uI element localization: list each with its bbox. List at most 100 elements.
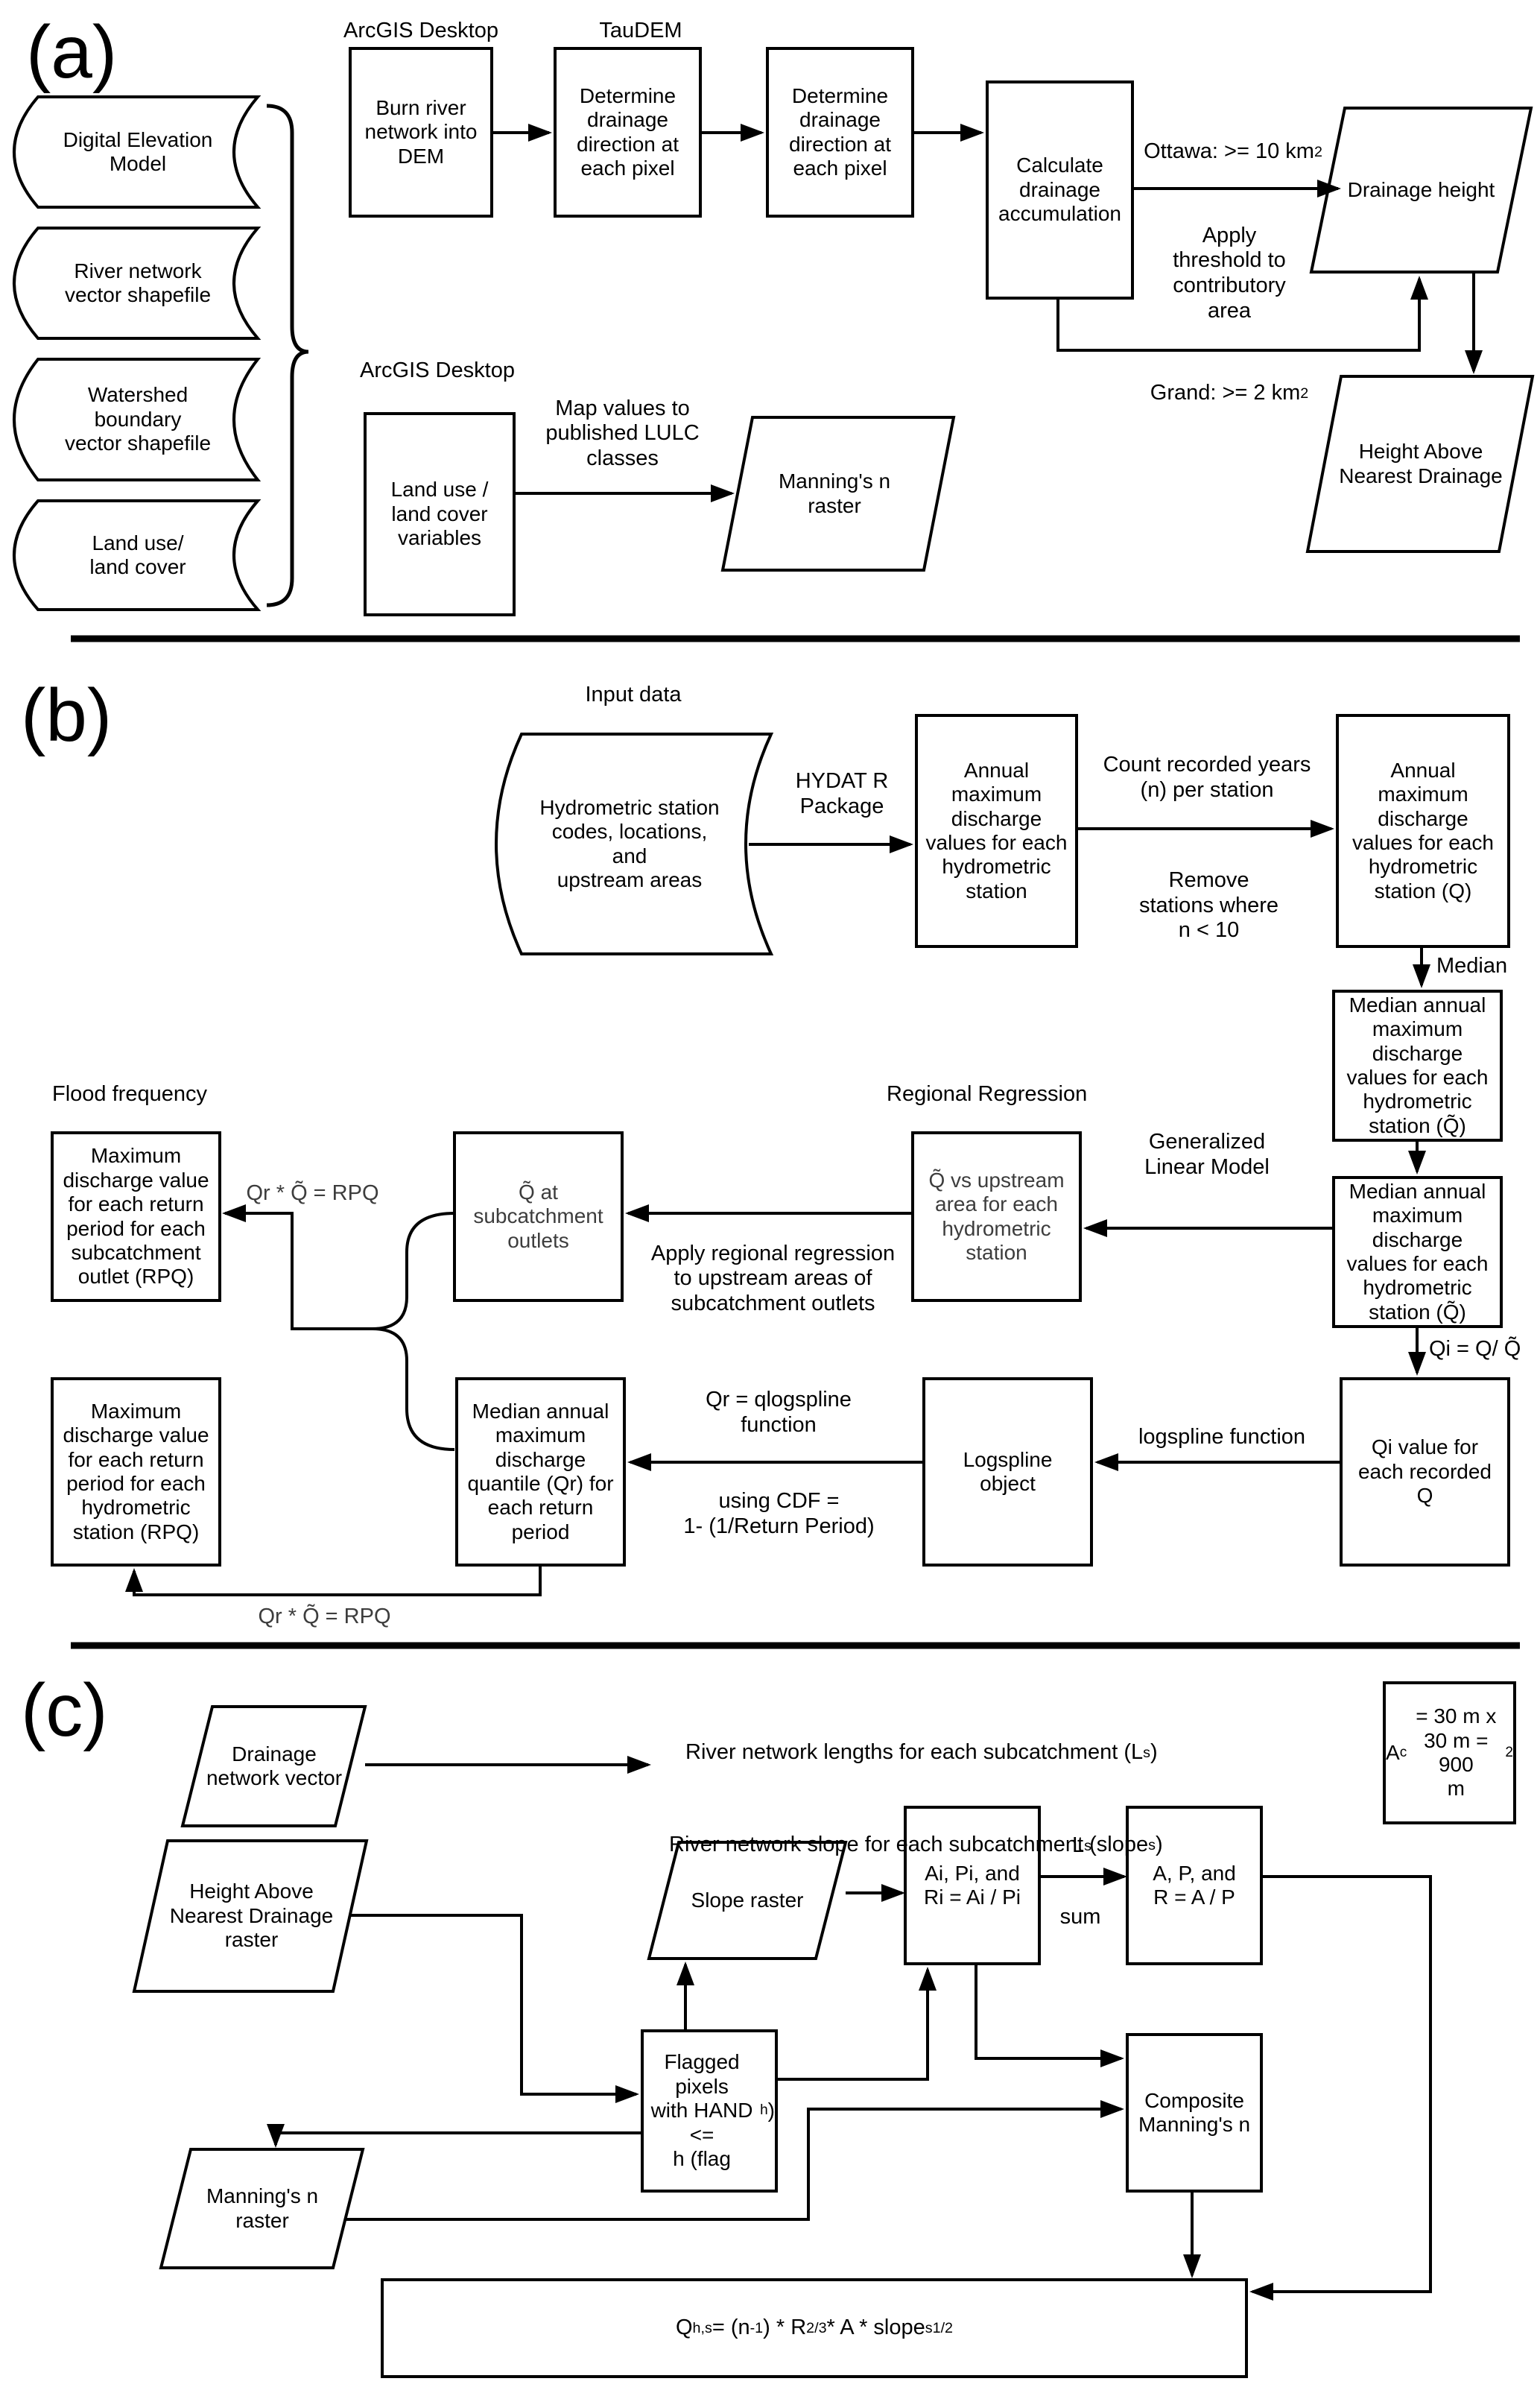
node-watershed: Watershed boundary vector shapefile [64, 383, 212, 455]
node-apr: A, P, and R = A / P [1153, 1861, 1236, 1909]
q-formula-box [381, 2278, 1248, 2378]
q-at-outlets-box [453, 1131, 624, 1302]
edge-label-glm: Generalized Linear Model [1144, 1130, 1270, 1179]
edge-label-qi-eq: Qi = Q/ Q̃ [1429, 1337, 1521, 1362]
panel-b-label: (b) [21, 674, 113, 757]
brace-top [372, 1212, 455, 1330]
qi-value-box [1340, 1377, 1510, 1567]
panel-c-label: (c) [21, 1669, 108, 1752]
section-label-input-data: Input data [585, 683, 682, 707]
node-qr-quantile: Median annual maximum discharge quantile… [467, 1399, 614, 1543]
ac-box [1383, 1681, 1516, 1824]
edge-label-using-cdf: using CDF = 1- (1/Return Period) [683, 1489, 875, 1538]
annual-max-box [915, 714, 1078, 948]
edge-label-qr-qlogspline: Qr = qlogspline function [706, 1388, 852, 1437]
edge-label-logspline-fn: logspline function [1138, 1425, 1306, 1450]
node-lulc-vars: Land use / land cover variables [390, 478, 489, 550]
edge-label-river-lengths: River network lengths for each subcatchm… [685, 1740, 1158, 1765]
node-mannings-raster-c: Manning's n raster [206, 2184, 319, 2232]
node-q-vs-upstream: Q̃ vs upstream area for each hydrometric… [928, 1168, 1065, 1264]
edge-label-sum: sum [1059, 1905, 1101, 1929]
section-label-regional-regression: Regional Regression [887, 1082, 1088, 1107]
edge-brace-rpqoutlet [222, 1204, 373, 1330]
node-rpq-outlet: Maximum discharge value for each return … [63, 1144, 209, 1289]
apr-box [1126, 1806, 1263, 1965]
node-drainage-vector: Drainage network vector [206, 1742, 343, 1789]
edge-label-apply-threshold: Apply threshold to contributory area [1173, 223, 1286, 323]
landuse-shape [13, 499, 262, 611]
edge-apr-qformula [1249, 1875, 1432, 2301]
section-label-flood-frequency: Flood frequency [52, 1082, 207, 1107]
node-dem: Digital Elevation Model [63, 127, 213, 175]
det1-box [554, 47, 702, 218]
node-slope-raster: Slope raster [691, 1888, 804, 1912]
calc-box [986, 80, 1134, 300]
composite-box [1126, 2033, 1263, 2193]
river-network-shape [13, 227, 262, 340]
node-median-annual-1: Median annual maximum discharge values f… [1346, 993, 1489, 1137]
edge-label-qr-rpq-2: Qr * Q̃ = RPQ [258, 1605, 391, 1629]
node-annual-max-q: Annual maximum discharge values for each… [1352, 758, 1494, 903]
edge-label-hydat: HYDAT R Package [795, 769, 889, 818]
panel-a-label: (a) [26, 10, 118, 94]
node-drainage-height: Drainage height [1347, 177, 1495, 201]
mannings-raster-a-shape [720, 416, 956, 572]
qr-quantile-box [455, 1377, 626, 1567]
edge-hand-flagged [350, 1914, 639, 2103]
dem-shape [13, 95, 262, 209]
drainage-vector-shape [180, 1705, 367, 1827]
node-burn: Burn river network into DEM [364, 95, 478, 168]
edge-label-map-values: Map values to published LULC classes [545, 396, 700, 470]
node-aipi: Ai, Pi, and Ri = Ai / Pi [924, 1861, 1021, 1909]
node-qi-value: Qi value for each recorded Q [1357, 1435, 1492, 1508]
edge-label-apply-rr: Apply regional regression to upstream ar… [650, 1241, 896, 1315]
hydro-input-shape [495, 733, 774, 955]
flagged-box [641, 2029, 778, 2193]
node-det2: Determine drainage direction at each pix… [789, 83, 891, 180]
edge-aipi-composite [975, 1964, 1124, 2067]
edge-label-remove-stations: Remove stations where n < 10 [1139, 868, 1278, 943]
node-hand-raster: Height Above Nearest Drainage raster [169, 1880, 334, 1952]
hand-shape [1305, 375, 1535, 553]
edge-label-qr-rpq-1: Qr * Q̃ = RPQ [246, 1181, 379, 1206]
node-rpq-station: Maximum discharge value for each return … [63, 1399, 209, 1543]
node-hand: Height Above Nearest Drainage [1339, 440, 1503, 487]
rpq-station-box [51, 1377, 221, 1567]
node-hydro-input: Hydrometric station codes, locations, an… [539, 795, 720, 891]
edge-qrquantile-rpqstation [125, 1565, 542, 1596]
node-q-at-outlets: Q̃ at subcatchment outlets [473, 1180, 603, 1252]
arcgis-desktop-label-top: ArcGIS Desktop [343, 19, 498, 43]
aipi-box [904, 1806, 1041, 1965]
inputs-brace [266, 104, 309, 607]
edge-flagged-manningsraster [267, 2124, 642, 2148]
node-median-annual-2: Median annual maximum discharge values f… [1346, 1179, 1489, 1324]
node-logspline: Logspline object [963, 1447, 1053, 1495]
lulc-vars-box [364, 412, 516, 616]
drainage-height-shape [1309, 107, 1533, 274]
edge-label-median: Median [1436, 954, 1508, 979]
edge-flagged-aipi [776, 1967, 937, 2081]
arcgis-desktop-label-mid: ArcGIS Desktop [360, 358, 515, 383]
hand-raster-shape [132, 1839, 369, 1993]
edge-calc-grand [1056, 276, 1428, 352]
node-annual-max: Annual maximum discharge values for each… [925, 758, 1068, 903]
edge-manningsraster-composite [345, 2100, 1124, 2221]
edge-label-river-slope: River network slope for each subcatchmen… [669, 1833, 1163, 1857]
node-landuse: Land use/ land cover [89, 531, 186, 578]
median-annual-1-box [1332, 990, 1503, 1142]
node-composite: Composite Manning's n [1138, 2088, 1251, 2136]
brace-bottom [372, 1327, 455, 1451]
q-vs-upstream-box [911, 1131, 1082, 1302]
node-calc: Calculate drainage accumulation [998, 154, 1121, 226]
taudem-label: TauDEM [599, 19, 682, 43]
slope-raster-shape [647, 1841, 848, 1960]
burn-box [349, 47, 493, 218]
